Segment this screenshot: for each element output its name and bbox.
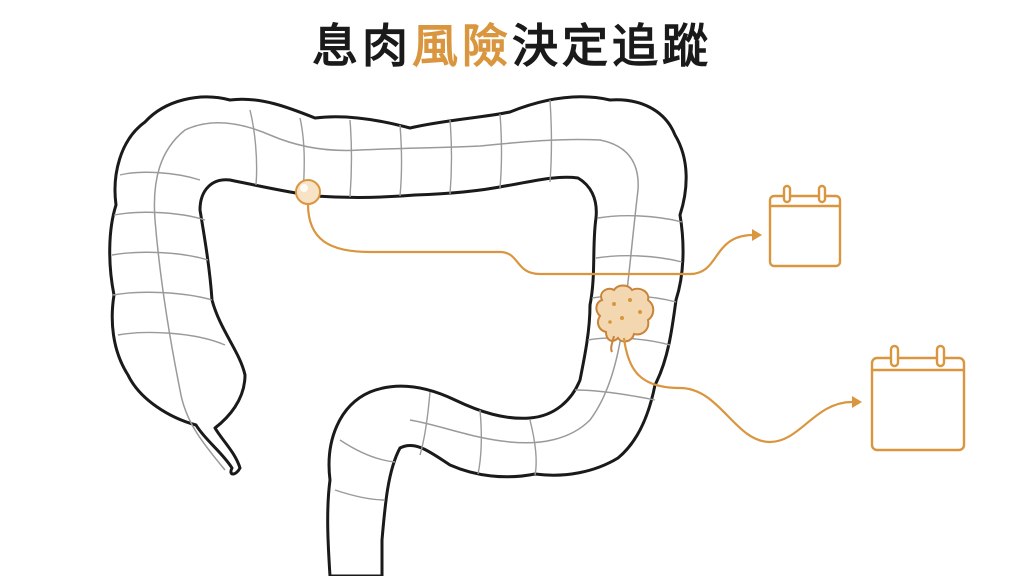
- small-round-polyp-icon: [295, 179, 321, 205]
- title-part-1: 息肉: [312, 19, 412, 73]
- calendar-icon: [870, 344, 966, 452]
- title-part-2-highlight: 風險: [412, 19, 512, 73]
- calendar-icon: [768, 184, 842, 268]
- colon-lumen-line: [153, 122, 639, 471]
- colon-outline: [108, 95, 688, 576]
- connector-large-polyp: [622, 337, 853, 444]
- connector-large-polyp-arrowhead: [852, 396, 862, 408]
- connector-small-polyp: [306, 203, 753, 276]
- large-irregular-polyp-icon: [595, 284, 655, 353]
- large-intestine-icon: [108, 95, 688, 576]
- title-part-3: 決定追蹤: [512, 19, 712, 73]
- haustra-folds: [111, 99, 683, 501]
- page-title: 息肉風險決定追蹤: [0, 14, 1024, 78]
- connector-small-polyp-arrowhead: [752, 229, 762, 241]
